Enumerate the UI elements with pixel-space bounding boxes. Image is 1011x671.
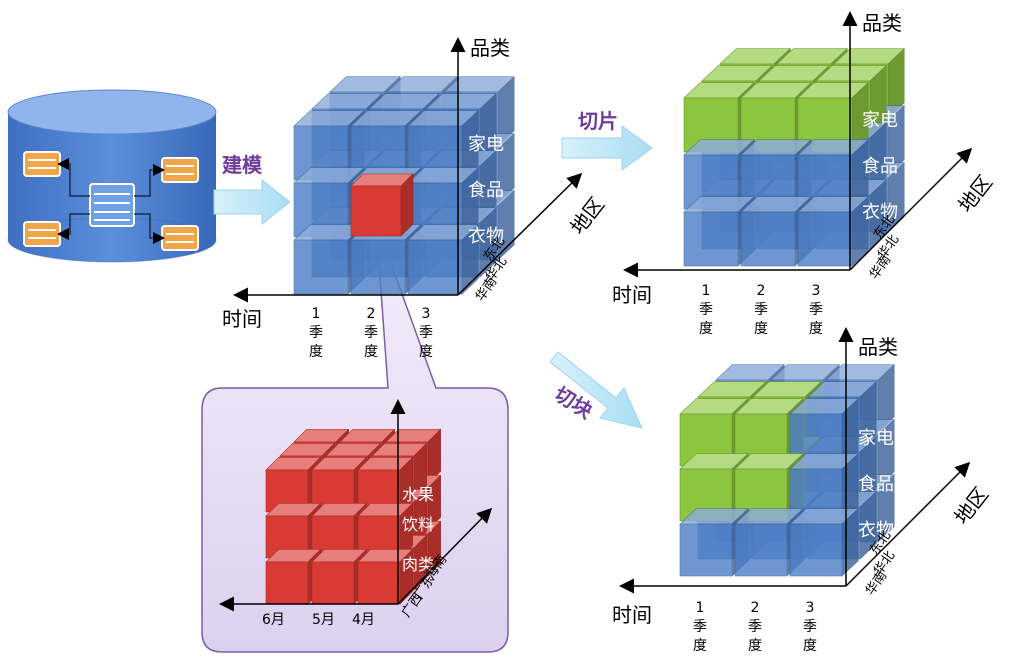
main-cube-axes: [233, 37, 583, 303]
quarter-label: 1: [312, 306, 321, 322]
relation-lines: [57, 158, 165, 244]
category-label: 食品: [858, 474, 894, 495]
quarter-label: 季: [809, 302, 823, 318]
slice-arrow: [561, 125, 653, 171]
quarter-label: 2: [751, 600, 760, 616]
quarter-label: 季: [748, 619, 762, 635]
quarter-label: 3: [806, 600, 815, 616]
selected-cell: [350, 173, 414, 237]
database-cylinder-icon: [7, 89, 217, 263]
quarter-label: 度: [693, 638, 707, 654]
axis-time-label: 时间: [612, 283, 652, 307]
axis-category-label: 品类: [470, 36, 510, 60]
quarter-label: 度: [809, 321, 823, 337]
quarter-label: 3: [422, 306, 431, 322]
category-label: 衣物: [468, 226, 504, 247]
quarter-label: 季: [754, 302, 768, 318]
quarter-label: 2: [757, 283, 766, 299]
cube-cell: [407, 224, 479, 295]
quarter-label: 2: [367, 306, 376, 322]
quarter-label: 季: [364, 325, 378, 341]
cube-cell: [357, 548, 414, 605]
axis-category-label: 品类: [862, 11, 902, 35]
quarter-label: 季: [309, 325, 323, 341]
category-label: 饮料: [402, 515, 434, 534]
category-label: 水果: [402, 485, 434, 504]
slice-cube-axes: [623, 11, 973, 278]
axis-category-label: 品类: [858, 335, 898, 359]
axis-time-label: 时间: [222, 307, 262, 331]
table-icon: [161, 157, 199, 183]
axis-region-label: 地区: [949, 482, 993, 528]
axis-time-label: 时间: [612, 603, 652, 627]
axis-region-label: 地区: [953, 170, 997, 216]
quarter-label: 季: [803, 619, 817, 635]
quarter-label: 度: [309, 344, 323, 360]
quarter-label: 季: [699, 302, 713, 318]
table-icon: [23, 221, 61, 247]
quarter-label: 度: [364, 344, 378, 360]
quarter-label: 度: [748, 638, 762, 654]
quarter-label: 季: [419, 325, 433, 341]
month-label: 5月: [312, 612, 335, 628]
quarter-label: 3: [812, 283, 821, 299]
category-label: 家电: [468, 134, 504, 155]
category-label: 食品: [468, 180, 504, 201]
month-label: 6月: [262, 612, 285, 628]
fact-table-icon: [89, 183, 135, 227]
category-label: 肉类: [402, 555, 434, 574]
category-label: 衣物: [862, 202, 898, 223]
table-icon: [23, 151, 61, 177]
model-label: 建模: [222, 153, 263, 177]
subcube-axes: [219, 399, 493, 612]
quarter-label: 度: [754, 321, 768, 337]
quarter-label: 1: [696, 600, 705, 616]
axis-region-label: 地区: [565, 192, 609, 238]
quarter-label: 季: [693, 619, 707, 635]
cube-cell: [797, 196, 869, 267]
category-label: 家电: [858, 428, 894, 449]
category-label: 衣物: [858, 520, 894, 541]
slice-label: 切片: [578, 109, 618, 133]
quarter-label: 1: [702, 283, 711, 299]
quarter-label: 度: [803, 638, 817, 654]
quarter-label: 度: [699, 321, 713, 337]
table-icon: [161, 225, 199, 251]
model-arrow: [213, 178, 291, 226]
quarter-label: 度: [419, 344, 433, 360]
dice-cube-axes: [619, 327, 971, 594]
month-label: 4月: [352, 612, 375, 628]
category-label: 家电: [862, 110, 898, 131]
cube-cell: [789, 453, 859, 522]
dice-arrow: [549, 351, 643, 429]
cube-cell: [789, 508, 859, 577]
cube-cell: [311, 548, 368, 605]
category-label: 食品: [862, 156, 898, 177]
